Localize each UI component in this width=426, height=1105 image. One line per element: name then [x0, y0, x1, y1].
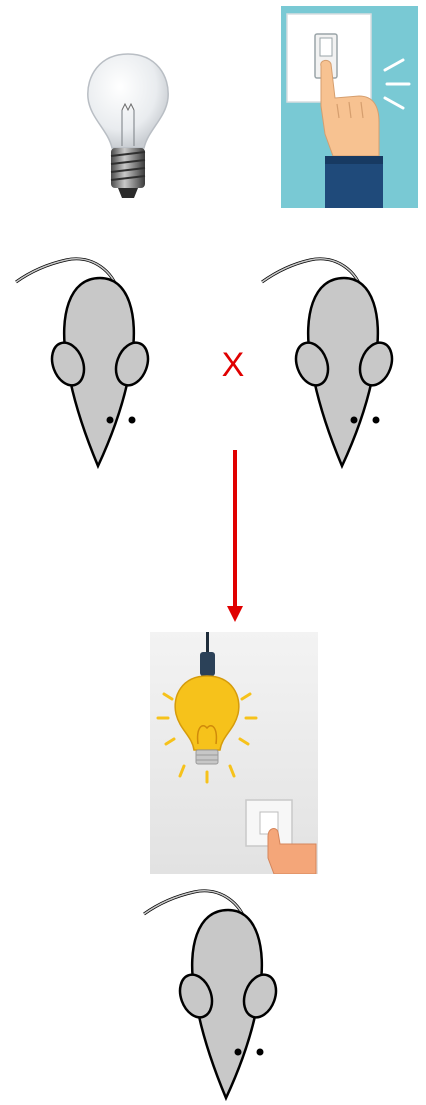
mouse-icon-right — [256, 248, 426, 473]
mouse-icon-offspring — [138, 880, 318, 1105]
down-arrow — [225, 450, 245, 625]
mouse-icon-left — [10, 248, 190, 473]
cross-symbol: X — [221, 346, 245, 384]
lit-bulb-switch-icon — [150, 632, 318, 874]
unlit-bulb-icon — [78, 48, 178, 208]
switch-press-icon — [281, 6, 418, 208]
